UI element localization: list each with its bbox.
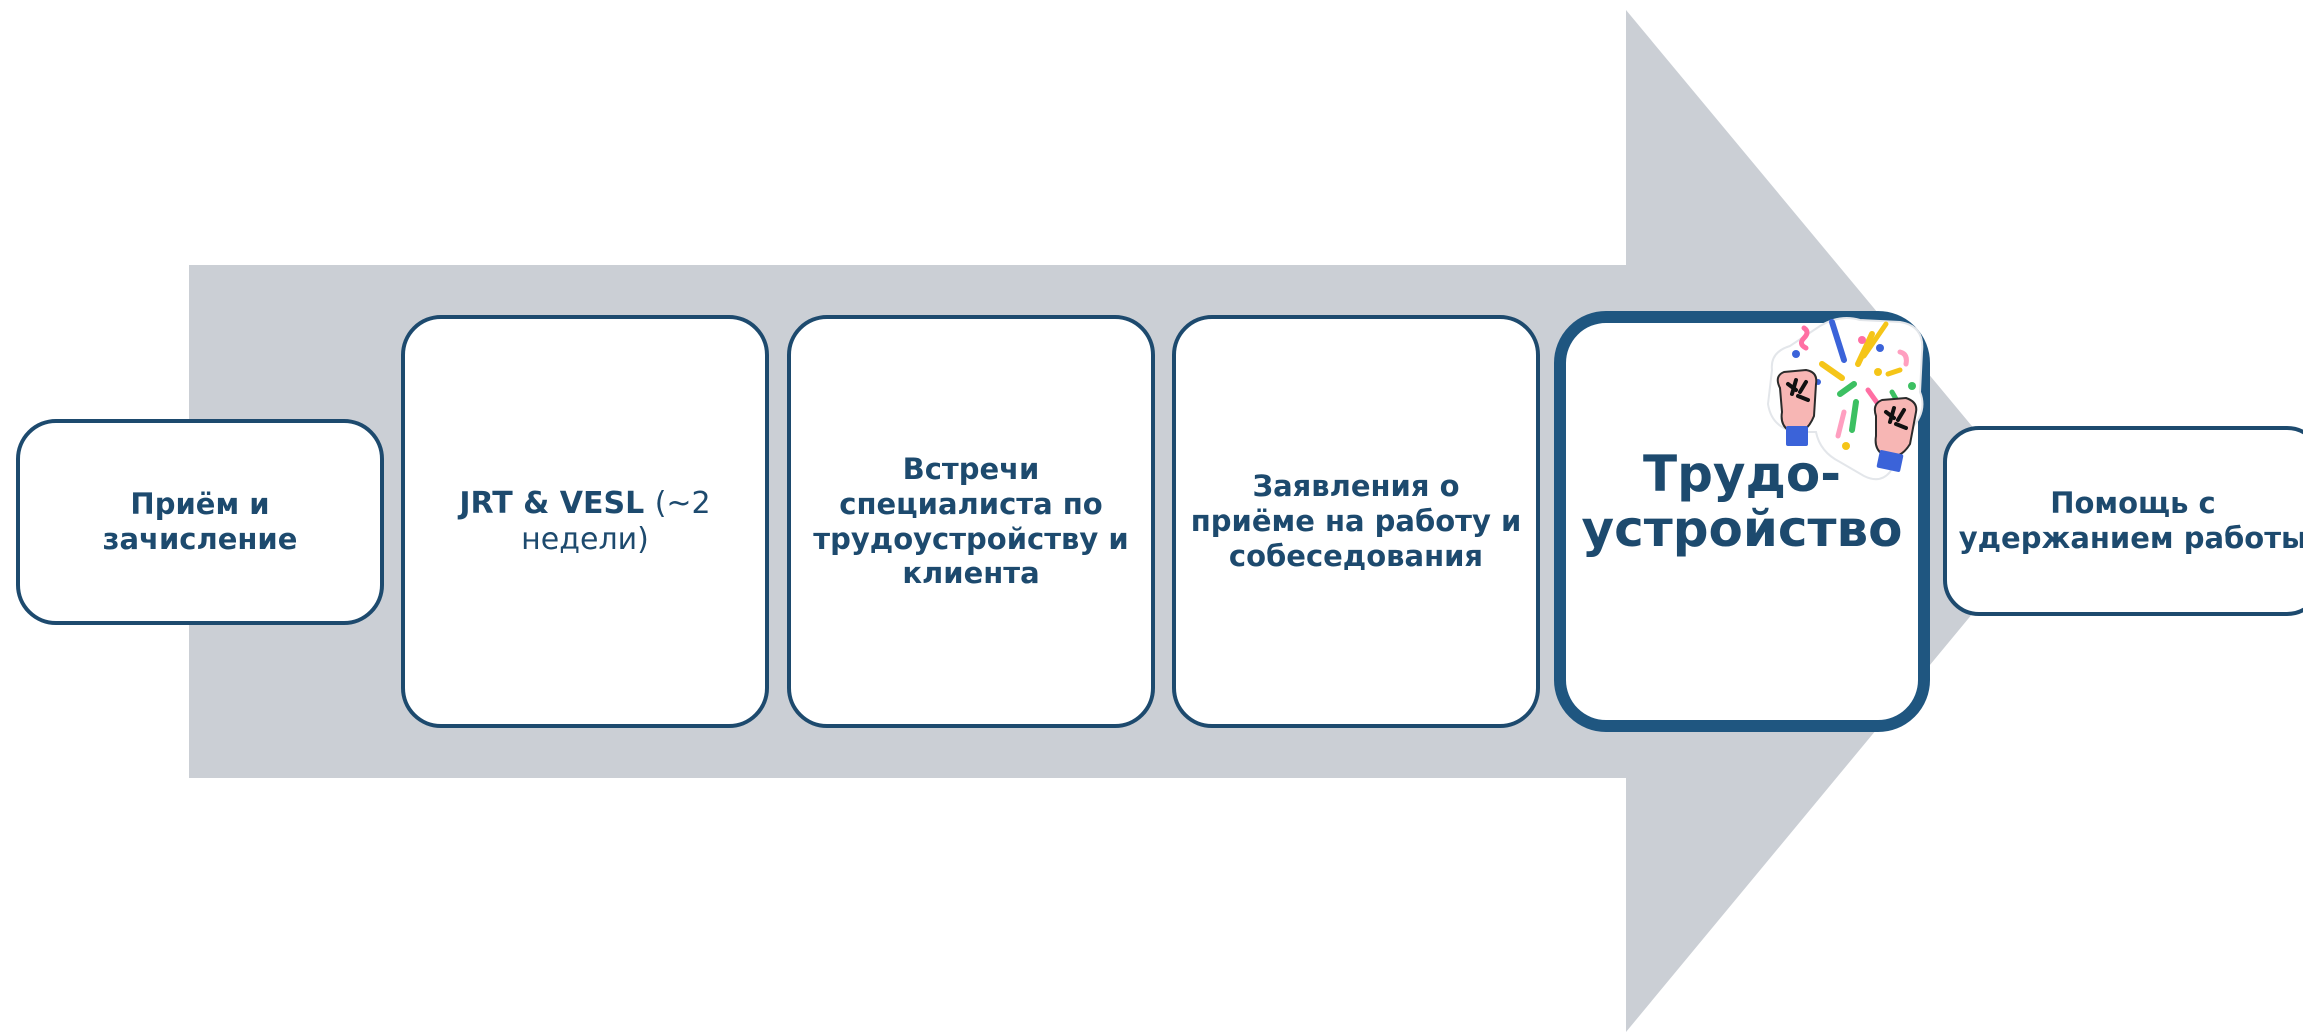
celebration-hands-confetti-icon bbox=[1766, 317, 1924, 481]
step-specialist-meetings: Встречи специалиста по трудоустройству и… bbox=[787, 315, 1155, 728]
step-job-retention-label: Помощь с удержанием работы bbox=[1958, 486, 2303, 555]
step-intake-label: Приём и зачисление bbox=[102, 487, 298, 556]
step-specialist-meetings-label: Встречи специалиста по трудоустройству и… bbox=[813, 451, 1129, 591]
step-employment-label-line2: устройство bbox=[1581, 499, 1903, 558]
step-employment-label-line1: Трудо- bbox=[1643, 444, 1841, 503]
step-applications-interviews: Заявления о приёме на работу и собеседов… bbox=[1172, 315, 1540, 728]
step-applications-interviews-label: Заявления о приёме на работу и собеседов… bbox=[1190, 469, 1522, 573]
step-job-retention: Помощь с удержанием работы bbox=[1943, 426, 2303, 616]
step-intake: Приём и зачисление bbox=[16, 419, 384, 625]
step-jrt-vesl-title: JRT & VESL bbox=[459, 485, 645, 521]
step-jrt-vesl: JRT & VESL (~2 недели) bbox=[401, 315, 769, 728]
step-jrt-vesl-duration: (~2 недели) bbox=[521, 485, 711, 557]
